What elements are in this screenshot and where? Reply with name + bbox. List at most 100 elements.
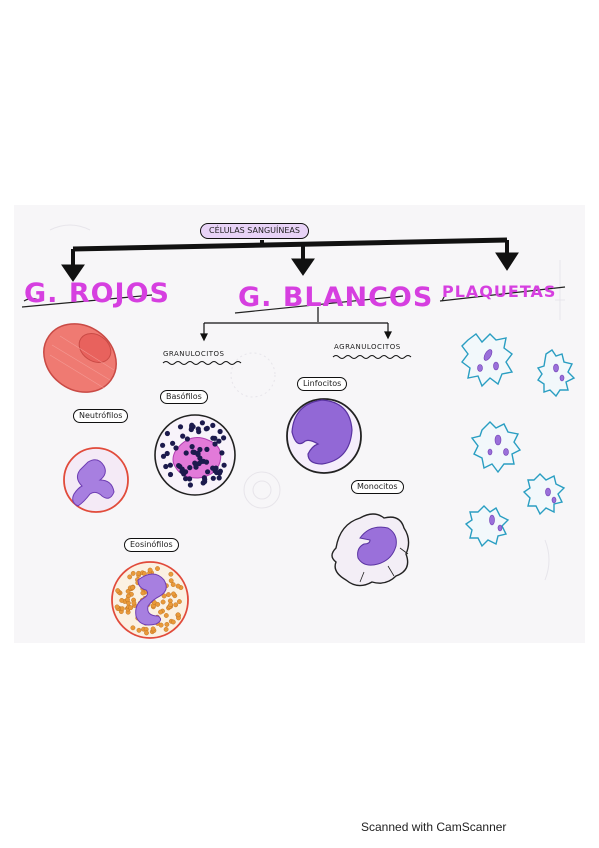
eosinophil-granule bbox=[175, 583, 181, 589]
label-lymphocytes-text: Linfocitos bbox=[303, 379, 342, 388]
group-label-agranulocytes: AGRANULOCITOS bbox=[334, 343, 401, 351]
basophil-granule bbox=[210, 422, 216, 428]
eosinophil-granule bbox=[125, 597, 130, 603]
label-eosinophils: Eosinófilos bbox=[124, 538, 179, 552]
basophil-granule bbox=[170, 440, 176, 446]
basophil-granule bbox=[180, 433, 186, 439]
eosinophil-granule bbox=[131, 600, 137, 606]
eosinophil-granule bbox=[158, 609, 163, 615]
eosinophil-granule bbox=[150, 626, 156, 632]
eosinophil-granule bbox=[168, 571, 174, 577]
basophil-granule bbox=[183, 450, 189, 456]
eosinophil-granule bbox=[147, 567, 153, 573]
eosinophil-granule bbox=[175, 612, 181, 618]
basophil-granule bbox=[177, 424, 184, 430]
basophil-cell bbox=[154, 414, 236, 496]
basophil-granule bbox=[189, 444, 195, 450]
label-monocytes-text: Monocitos bbox=[357, 482, 398, 491]
basophil-granule bbox=[217, 428, 223, 435]
basophil-granule bbox=[187, 476, 193, 482]
basophil-granule bbox=[183, 476, 189, 482]
eosinophil-granule bbox=[114, 604, 120, 610]
eosinophil-granule bbox=[168, 578, 174, 584]
basophil-granule bbox=[219, 450, 225, 456]
lymphocyte-cell bbox=[286, 398, 362, 474]
basophil-granule bbox=[187, 482, 193, 488]
scanner-watermark: Scanned with CamScanner bbox=[361, 820, 507, 834]
title-scribbles bbox=[21, 286, 566, 314]
platelets-group bbox=[461, 333, 576, 548]
branch-title-platelets: PLAQUETAS bbox=[442, 282, 557, 301]
basophil-granule bbox=[217, 468, 223, 474]
eosinophil-granule bbox=[119, 606, 125, 612]
basophil-granule bbox=[204, 446, 210, 452]
eosinophil-granule bbox=[171, 591, 176, 597]
eosinophil-granule bbox=[166, 592, 171, 597]
eosinophil-granule bbox=[158, 622, 164, 628]
eosinophil-granule bbox=[163, 627, 169, 632]
eosinophil-granule bbox=[130, 571, 136, 576]
basophil-granule bbox=[167, 462, 173, 468]
eosinophil-cell bbox=[111, 561, 189, 639]
basophil-granule bbox=[199, 420, 205, 426]
eosinophil-granule bbox=[136, 627, 142, 633]
basophil-granule bbox=[193, 464, 199, 470]
white-subtree bbox=[200, 307, 392, 342]
group-underlines bbox=[162, 355, 412, 365]
basophil-granule bbox=[212, 441, 218, 447]
eosinophil-granule bbox=[140, 590, 146, 596]
basophil-granule bbox=[203, 426, 209, 432]
basophil-granule bbox=[189, 422, 195, 428]
basophil-granule bbox=[205, 469, 211, 475]
basophil-granule bbox=[179, 466, 185, 472]
basophil-granule bbox=[167, 471, 174, 478]
basophil-granule bbox=[187, 465, 193, 471]
eosinophil-granule bbox=[130, 585, 136, 590]
eosinophil-granule bbox=[155, 602, 161, 607]
basophil-granule bbox=[163, 463, 169, 470]
platelet bbox=[464, 505, 510, 548]
tree-connectors bbox=[61, 237, 519, 282]
basophil-granule bbox=[210, 475, 216, 481]
neutrophil-cell bbox=[63, 447, 129, 513]
label-eosinophils-text: Eosinófilos bbox=[130, 540, 173, 549]
eosinophil-granule bbox=[119, 598, 125, 603]
platelet bbox=[522, 473, 566, 516]
basophil-granule bbox=[216, 438, 222, 444]
red-blood-cell bbox=[43, 323, 117, 393]
label-monocytes: Monocitos bbox=[351, 480, 404, 494]
basophil-granule bbox=[173, 445, 179, 451]
basophil-granule bbox=[210, 435, 216, 441]
eosinophil-granule bbox=[176, 599, 182, 604]
root-label-pill: CÉLULAS SANGUÍNEAS bbox=[200, 223, 309, 239]
platelet bbox=[470, 421, 522, 474]
group-label-granulocytes: GRANULOCITOS bbox=[163, 350, 225, 358]
basophil-granule bbox=[196, 460, 202, 467]
eosinophil-granule bbox=[170, 582, 176, 587]
label-neutrophils: Neutrófilos bbox=[73, 409, 129, 423]
eosinophil-granule bbox=[173, 602, 179, 608]
basophil-granule bbox=[164, 430, 170, 437]
basophil-granule bbox=[188, 426, 194, 433]
basophil-granule bbox=[202, 479, 208, 485]
basophil-granule bbox=[195, 426, 201, 432]
branch-title-red: G. ROJOS bbox=[24, 278, 171, 309]
eosinophil-granule bbox=[130, 625, 136, 631]
eosinophil-granule bbox=[155, 566, 160, 571]
eosinophil-granule bbox=[161, 593, 167, 599]
basophil-granule bbox=[221, 435, 227, 441]
root-label: CÉLULAS SANGUÍNEAS bbox=[209, 226, 300, 235]
platelet-granules bbox=[477, 349, 565, 532]
basophil-granule bbox=[184, 436, 190, 442]
eosinophil-granule bbox=[164, 622, 170, 627]
basophil-granule bbox=[160, 453, 167, 459]
eosinophil-granule bbox=[170, 619, 176, 625]
label-neutrophils-text: Neutrófilos bbox=[79, 411, 123, 420]
eosinophil-granule bbox=[136, 570, 142, 576]
eosinophil-granule bbox=[128, 605, 134, 611]
basophil-granule bbox=[160, 442, 166, 448]
faint-sketches bbox=[49, 224, 565, 581]
platelet bbox=[536, 349, 576, 398]
